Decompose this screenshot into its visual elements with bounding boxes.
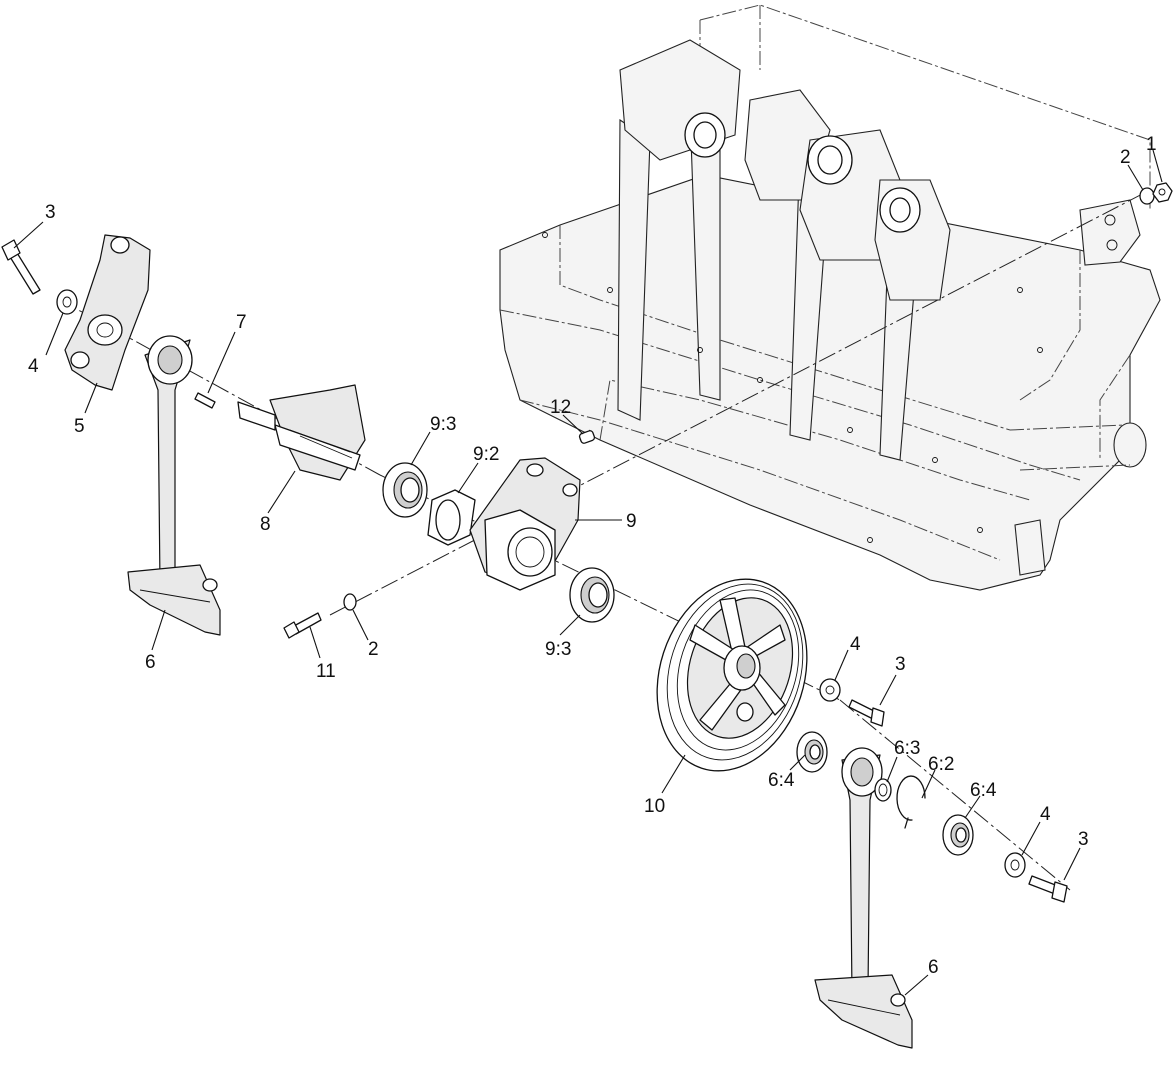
callout-8: 8: [260, 514, 271, 535]
washer-part-2-mid: [343, 593, 357, 611]
lever-part-5: [64, 234, 151, 391]
callout-3-mid: 3: [895, 654, 906, 675]
callout-6-3: 6:3: [894, 738, 920, 759]
callout-9-3-top: 9:3: [430, 414, 456, 435]
pin-part-7: [194, 392, 216, 409]
callout-4-left: 4: [28, 356, 39, 377]
washer-part-4-right: [1004, 852, 1026, 878]
sleeve-part-9-2: [427, 489, 476, 546]
callout-3-right: 3: [1078, 829, 1089, 850]
bolt-part-11: [283, 612, 322, 639]
bearing-part-9-3-bottom: [569, 567, 615, 623]
arm-part-6-left: [127, 335, 221, 636]
callout-12: 12: [550, 397, 571, 418]
housing-part-9: [469, 457, 581, 591]
callouts: 1 2 3 4 5 7 8 6 9:3 9:2 12 9 2 11 9:3 4 …: [28, 134, 1157, 978]
bearing-part-9-3-top: [382, 462, 428, 518]
washer-part-4-mid: [819, 678, 841, 702]
callout-3-top: 3: [45, 202, 56, 223]
callout-6-2: 6:2: [928, 754, 954, 775]
arm-part-6-right: [814, 747, 913, 1049]
bearing-part-6-4-left: [796, 731, 828, 773]
callout-9-3-bottom: 9:3: [545, 639, 571, 660]
callout-2-mid: 2: [368, 639, 379, 660]
callout-7: 7: [236, 312, 247, 333]
leader-lines: [13, 149, 1163, 996]
washer-part-4-left: [56, 289, 78, 315]
ring-part-6-3: [874, 778, 892, 802]
snap-ring-part-6-2: [896, 775, 926, 829]
pulley-part-10: [656, 578, 808, 772]
pin-part-12: [578, 430, 596, 444]
callout-11: 11: [316, 661, 336, 682]
washer-part-2-top: [1139, 187, 1155, 205]
nut-part-1: [1152, 182, 1173, 203]
bearing-part-6-4-right: [942, 814, 974, 856]
callout-10: 10: [644, 796, 665, 817]
callout-9-2: 9:2: [473, 444, 499, 465]
callout-2-top: 2: [1120, 147, 1131, 168]
callout-4-mid: 4: [850, 634, 861, 655]
callout-1: 1: [1146, 134, 1157, 155]
callout-4-right: 4: [1040, 804, 1051, 825]
bolt-part-3-mid: [848, 699, 885, 727]
hub-part-8: [237, 384, 366, 481]
bolt-part-3-top: [1, 239, 41, 295]
callout-6-4-right: 6:4: [970, 780, 997, 801]
callout-6-left: 6: [145, 652, 156, 673]
callout-9: 9: [626, 511, 637, 532]
frame-assembly-ghost: [499, 4, 1161, 591]
callout-6-4-left: 6:4: [768, 770, 795, 791]
callout-6-right: 6: [928, 957, 939, 978]
callout-5: 5: [74, 416, 85, 437]
bolt-part-3-right: [1028, 875, 1068, 903]
